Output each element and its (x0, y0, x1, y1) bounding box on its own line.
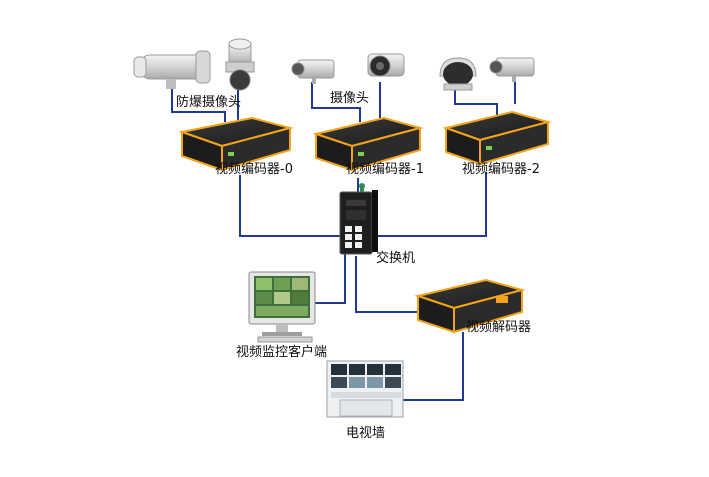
label-camera: 摄像头 (330, 91, 370, 106)
dome-ptz-camera-icon (225, 38, 255, 91)
encoder-icon (312, 116, 424, 172)
label-encoder-0: 视频编码器-0 (215, 162, 293, 177)
monitor-workstation-icon (248, 271, 316, 343)
label-encoder-1: 视频编码器-1 (346, 162, 424, 177)
box-camera-icon (489, 57, 535, 82)
network-switch-icon (339, 183, 378, 255)
label-video-wall: 电视墙 (346, 426, 386, 441)
label-switch: 交换机 (376, 251, 416, 266)
video-wall-icon (326, 360, 404, 418)
decoder-icon (414, 278, 526, 334)
label-encoder-2: 视频编码器-2 (462, 162, 540, 177)
box-camera-icon (367, 53, 405, 77)
label-client: 视频监控客户端 (236, 345, 328, 360)
dome-camera-icon (439, 57, 477, 91)
box-camera-icon (291, 59, 335, 84)
encoder-icon (178, 116, 294, 172)
connection-lines (171, 82, 516, 401)
label-explosion-camera: 防爆摄像头 (176, 95, 242, 110)
bullet-camera-icon (133, 50, 211, 89)
label-decoder: 视频解码器 (466, 320, 532, 335)
encoder-icon (442, 110, 552, 166)
